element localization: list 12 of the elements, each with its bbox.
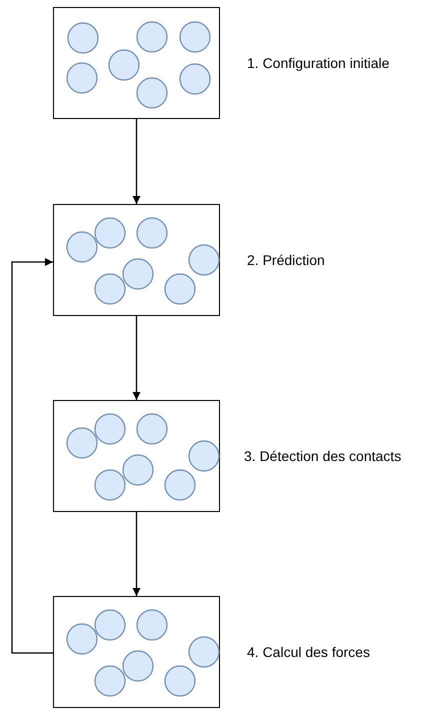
step-label: 3. Détection des contacts [244,448,402,464]
step-label: 1. Configuration initiale [247,55,390,71]
arrow [11,258,53,654]
process-box [53,400,220,512]
step-label: 4. Calcul des forces [247,644,370,660]
process-box [53,7,220,119]
arrow [132,119,140,204]
arrow [132,512,140,596]
process-box [53,204,220,316]
arrow [132,316,140,400]
step-label: 2. Prédiction [247,252,325,268]
process-box [53,596,220,708]
